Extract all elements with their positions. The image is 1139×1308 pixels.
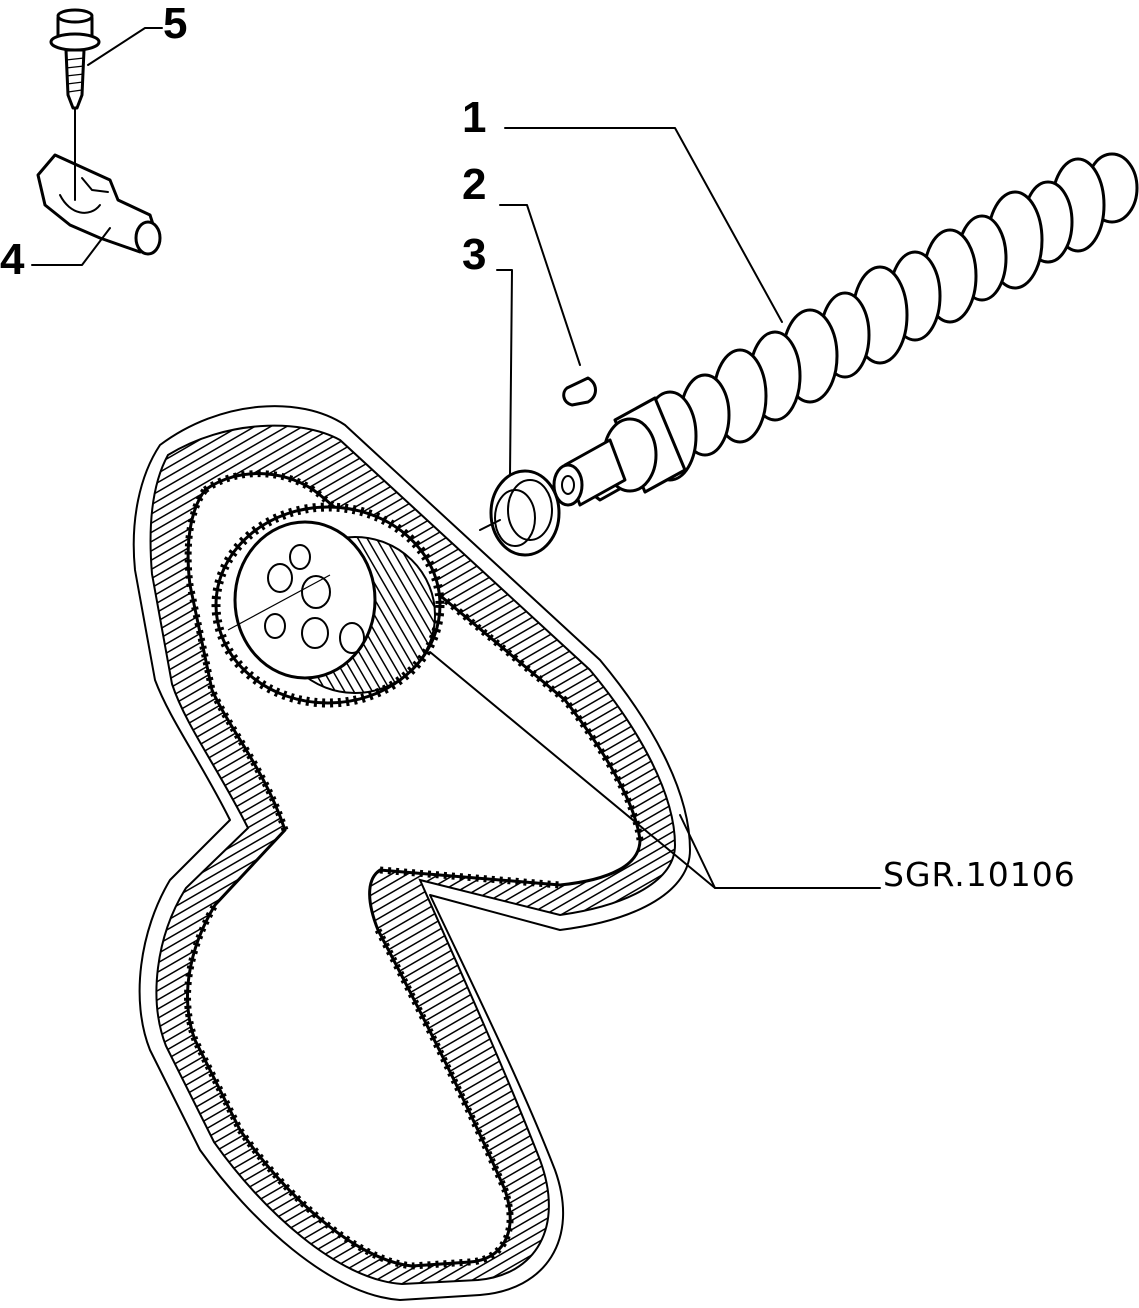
sensor-icon	[36, 153, 162, 256]
woodruff-key-icon	[562, 376, 597, 407]
callout-1: 1	[462, 93, 487, 142]
callout-2: 2	[462, 160, 487, 209]
callout-4: 4	[0, 235, 25, 284]
callout-leader-3	[496, 269, 513, 476]
bolt-icon	[49, 8, 101, 201]
callout-leader-4	[31, 227, 111, 266]
callout-leader-5	[87, 27, 163, 66]
reference-leader-belt	[679, 814, 716, 889]
camshaft-icon	[552, 152, 1139, 507]
callout-5: 5	[163, 0, 188, 48]
callout-leader-2	[499, 204, 581, 366]
callout-leader-1	[504, 127, 783, 323]
pulley-icon	[211, 502, 445, 708]
oil-seal-icon	[479, 469, 561, 557]
reference-code: SGR.10106	[883, 855, 1076, 894]
callout-3: 3	[462, 230, 487, 279]
